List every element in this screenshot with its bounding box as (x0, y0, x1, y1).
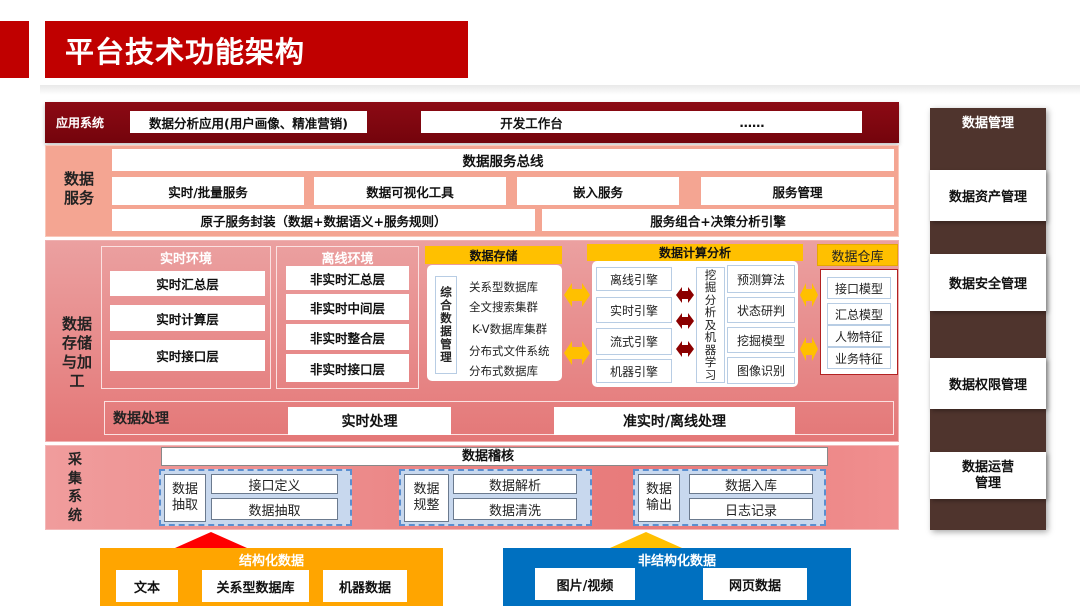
warehouse-interface-model[interactable]: 接口模型 (827, 277, 891, 299)
mgmt-asset[interactable]: 数据资产管理 (930, 170, 1046, 221)
collection-layer-label: 采 集 系 统 (68, 452, 82, 524)
data-storage-title: 数据存储 (425, 246, 562, 264)
up-arrow-icon (175, 532, 247, 548)
mgmt-operations[interactable]: 数据运营 管理 (930, 452, 1046, 499)
data-processing-label: 数据处理 (113, 411, 169, 427)
algo-image-recognition[interactable]: 图像识别 (727, 357, 795, 384)
source-machine-data[interactable]: 机器数据 (323, 570, 407, 602)
service-visualization-tool[interactable]: 数据可视化工具 (314, 177, 506, 205)
item-log-record[interactable]: 日志记录 (689, 498, 813, 520)
bidirectional-arrow-icon (676, 313, 694, 329)
collection-layer: 采 集 系 统 数据稽核 数据 抽取 接口定义 数据抽取 数据 规整 数据解析 … (45, 445, 899, 530)
bidirectional-arrow-icon (564, 341, 590, 365)
mgmt-permission[interactable]: 数据权限管理 (930, 358, 1046, 409)
unstructured-data-title: 非结构化数据 (637, 553, 716, 569)
data-service-label: 数据 服务 (63, 170, 94, 207)
data-warehouse-panel: 接口模型 汇总模型 人物特征 业务特征 (820, 269, 898, 375)
data-service-bus[interactable]: 数据服务总线 (112, 149, 894, 171)
data-compute-panel: 离线引擎 实时引擎 流式引擎 机器引擎 挖 掘 分 析 及 机 器 学 习 预测… (592, 261, 798, 387)
data-audit-bar[interactable]: 数据稽核 (161, 447, 828, 466)
service-realtime-batch[interactable]: 实时/批量服务 (112, 177, 304, 205)
engine-streaming[interactable]: 流式引擎 (596, 328, 672, 355)
storage-fulltext-cluster[interactable]: 全文搜索集群 (469, 300, 538, 314)
processing-realtime[interactable]: 实时处理 (288, 407, 451, 435)
application-layer: 应用系统 数据分析应用(用户画像、精准营销) 开发工作台 …… (45, 102, 899, 143)
offline-layer-integration[interactable]: 非实时整合层 (286, 324, 409, 350)
data-warehouse-title: 数据仓库 (817, 244, 898, 266)
title-accent-bar (0, 21, 29, 78)
bidirectional-arrow-icon (800, 283, 818, 307)
warehouse-person-features[interactable]: 人物特征 (827, 325, 891, 347)
service-management[interactable]: 服务管理 (701, 177, 894, 205)
group-extract: 数据 抽取 接口定义 数据抽取 (159, 469, 352, 526)
item-data-ingest[interactable]: 数据入库 (689, 474, 813, 494)
storage-distributed-db[interactable]: 分布式数据库 (469, 364, 538, 378)
algo-prediction[interactable]: 预测算法 (727, 265, 795, 293)
realtime-layer-compute[interactable]: 实时计算层 (110, 305, 265, 331)
app-data-analysis[interactable]: 数据分析应用(用户画像、精准营销) (130, 111, 367, 133)
realtime-layer-summary[interactable]: 实时汇总层 (110, 271, 265, 296)
offline-layer-interface[interactable]: 非实时接口层 (286, 354, 409, 382)
source-image-video[interactable]: 图片/视频 (535, 568, 635, 600)
data-compute-title: 数据计算分析 (587, 244, 803, 261)
storage-kv-cluster[interactable]: K-V数据库集群 (472, 322, 548, 336)
group-normalize: 数据 规整 数据解析 数据清洗 (399, 469, 592, 526)
service-composition-engine[interactable]: 服务组合+决策分析引擎 (542, 209, 894, 231)
bidirectional-arrow-icon (676, 341, 694, 357)
realtime-environment: 实时环境 实时汇总层 实时计算层 实时接口层 (101, 246, 271, 389)
data-management-title: 数据管理 (961, 115, 1014, 131)
engine-machine[interactable]: 机器引擎 (596, 359, 672, 383)
offline-layer-middle[interactable]: 非实时中间层 (286, 294, 409, 320)
algo-mining-model[interactable]: 挖掘模型 (727, 327, 795, 353)
mgmt-security[interactable]: 数据安全管理 (930, 254, 1046, 311)
warehouse-summary-model[interactable]: 汇总模型 (827, 303, 891, 325)
storage-relational-db[interactable]: 关系型数据库 (469, 280, 538, 294)
integrated-data-management: 综 合 数 据 管 理 (435, 276, 457, 374)
group-output: 数据 输出 数据入库 日志记录 (633, 469, 826, 526)
data-service-layer: 数据 服务 数据服务总线 实时/批量服务 数据可视化工具 嵌入服务 服务管理 原… (45, 145, 899, 237)
storage-processing-label: 数据 存储 与加 工 (61, 315, 92, 390)
storage-processing-layer: 数据 存储 与加 工 实时环境 实时汇总层 实时计算层 实时接口层 离线环境 非… (45, 240, 899, 442)
bidirectional-arrow-icon (800, 337, 818, 361)
service-atomic-encapsulation[interactable]: 原子服务封装（数据+数据语义+服务规则） (112, 209, 535, 231)
data-processing-row: 数据处理 实时处理 准实时/离线处理 (104, 401, 894, 435)
offline-layer-summary[interactable]: 非实时汇总层 (286, 266, 409, 290)
item-interface-definition[interactable]: 接口定义 (211, 474, 338, 494)
engine-realtime[interactable]: 实时引擎 (596, 297, 672, 323)
processing-near-realtime-offline[interactable]: 准实时/离线处理 (554, 407, 795, 435)
group-output-label: 数据 输出 (638, 474, 680, 522)
data-storage-panel: 综 合 数 据 管 理 关系型数据库 全文搜索集群 K-V数据库集群 分布式文件… (427, 265, 562, 381)
structured-data-title: 结构化数据 (238, 553, 304, 569)
algo-state-analysis[interactable]: 状态研判 (727, 297, 795, 323)
app-dev-workbench[interactable]: 开发工作台 (421, 111, 642, 133)
engine-offline[interactable]: 离线引擎 (596, 267, 672, 291)
structured-data-source: 结构化数据 文本 关系型数据库 机器数据 (100, 548, 443, 606)
item-data-extraction[interactable]: 数据抽取 (211, 498, 338, 520)
page-title: 平台技术功能架构 (45, 21, 468, 78)
offline-environment-title: 离线环境 (321, 251, 374, 267)
up-arrow-icon (610, 532, 682, 548)
group-normalize-label: 数据 规整 (404, 474, 449, 522)
unstructured-data-source: 非结构化数据 图片/视频 网页数据 (503, 548, 851, 606)
source-text[interactable]: 文本 (116, 570, 178, 602)
realtime-environment-title: 实时环境 (159, 251, 212, 267)
item-data-parsing[interactable]: 数据解析 (453, 474, 577, 494)
warehouse-business-features[interactable]: 业务特征 (827, 347, 891, 369)
bidirectional-arrow-icon (676, 287, 694, 303)
source-webpage-data[interactable]: 网页数据 (703, 568, 807, 600)
group-extract-label: 数据 抽取 (164, 474, 206, 522)
realtime-layer-interface[interactable]: 实时接口层 (110, 340, 265, 371)
offline-environment: 离线环境 非实时汇总层 非实时中间层 非实时整合层 非实时接口层 (276, 246, 419, 389)
application-layer-label: 应用系统 (55, 115, 104, 130)
mining-ml-label: 挖 掘 分 析 及 机 器 学 习 (696, 267, 725, 383)
storage-distributed-fs[interactable]: 分布式文件系统 (469, 344, 550, 358)
title-divider (40, 85, 1080, 95)
source-relational-db[interactable]: 关系型数据库 (202, 570, 309, 602)
app-more[interactable]: …… (642, 111, 862, 133)
service-embedded[interactable]: 嵌入服务 (517, 177, 679, 205)
bidirectional-arrow-icon (564, 283, 590, 307)
item-data-cleaning[interactable]: 数据清洗 (453, 498, 577, 520)
